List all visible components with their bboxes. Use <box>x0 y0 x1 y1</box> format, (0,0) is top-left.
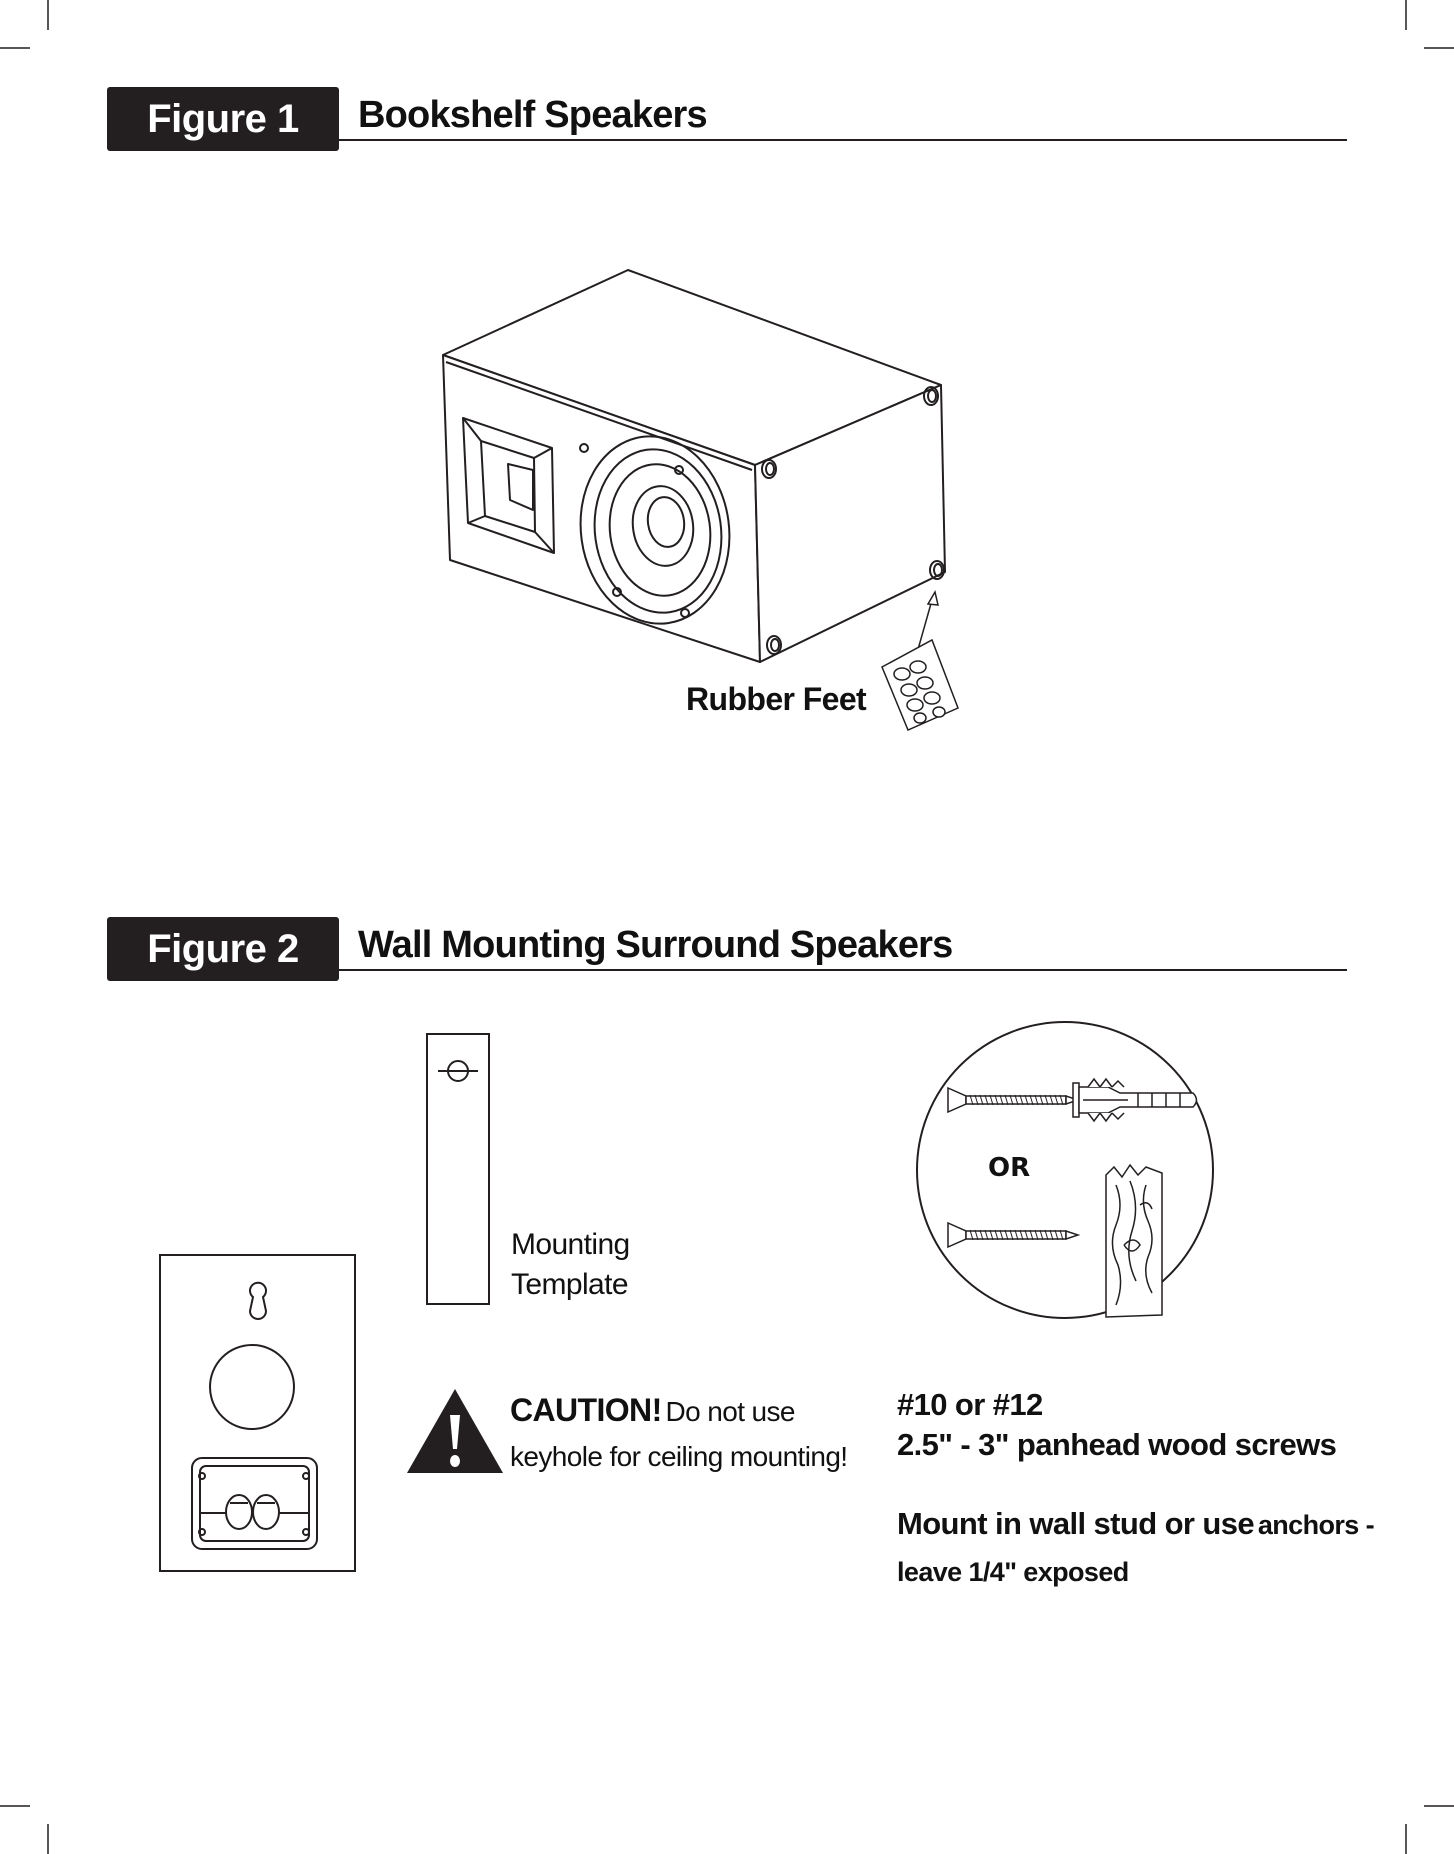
mount-instruction-line1-rest: anchors - <box>1258 1510 1374 1540</box>
mounting-template-label: Mounting Template <box>511 1225 630 1305</box>
mounting-template-label-line1: Mounting <box>511 1225 630 1265</box>
screw-size-line2: 2.5" - 3" panhead wood screws <box>897 1425 1336 1465</box>
screw-and-anchor-inset <box>888 995 1248 1355</box>
figure-2-badge: Figure 2 <box>107 917 339 981</box>
mount-instruction-line1-bold: Mount in wall stud or use <box>897 1506 1254 1541</box>
caution-warning-icon <box>405 1387 505 1477</box>
screw-size-text: #10 or #12 2.5" - 3" panhead wood screws <box>897 1385 1336 1465</box>
mount-instruction-text: Mount in wall stud or use anchors - leav… <box>897 1503 1374 1593</box>
mounting-template-label-line2: Template <box>511 1265 630 1305</box>
figure-2-title: Wall Mounting Surround Speakers <box>358 924 953 967</box>
caution-word: CAUTION! <box>510 1392 662 1428</box>
caution-text-line2: keyhole for ceiling mounting! <box>510 1437 847 1477</box>
rubber-feet-label: Rubber Feet <box>686 681 866 718</box>
bookshelf-speaker-illustration <box>0 0 1454 800</box>
figure-2-rule <box>339 969 1347 971</box>
caution-text: CAUTION! Do not use keyhole for ceiling … <box>510 1390 847 1477</box>
screw-size-line1: #10 or #12 <box>897 1385 1336 1425</box>
or-label: OR <box>988 1153 1030 1183</box>
speaker-rear-panel-illustration <box>160 1255 360 1575</box>
mount-instruction-line2: leave 1/4" exposed <box>897 1551 1374 1593</box>
mounting-template-illustration <box>426 1033 496 1308</box>
caution-text-line1: Do not use <box>665 1396 794 1427</box>
